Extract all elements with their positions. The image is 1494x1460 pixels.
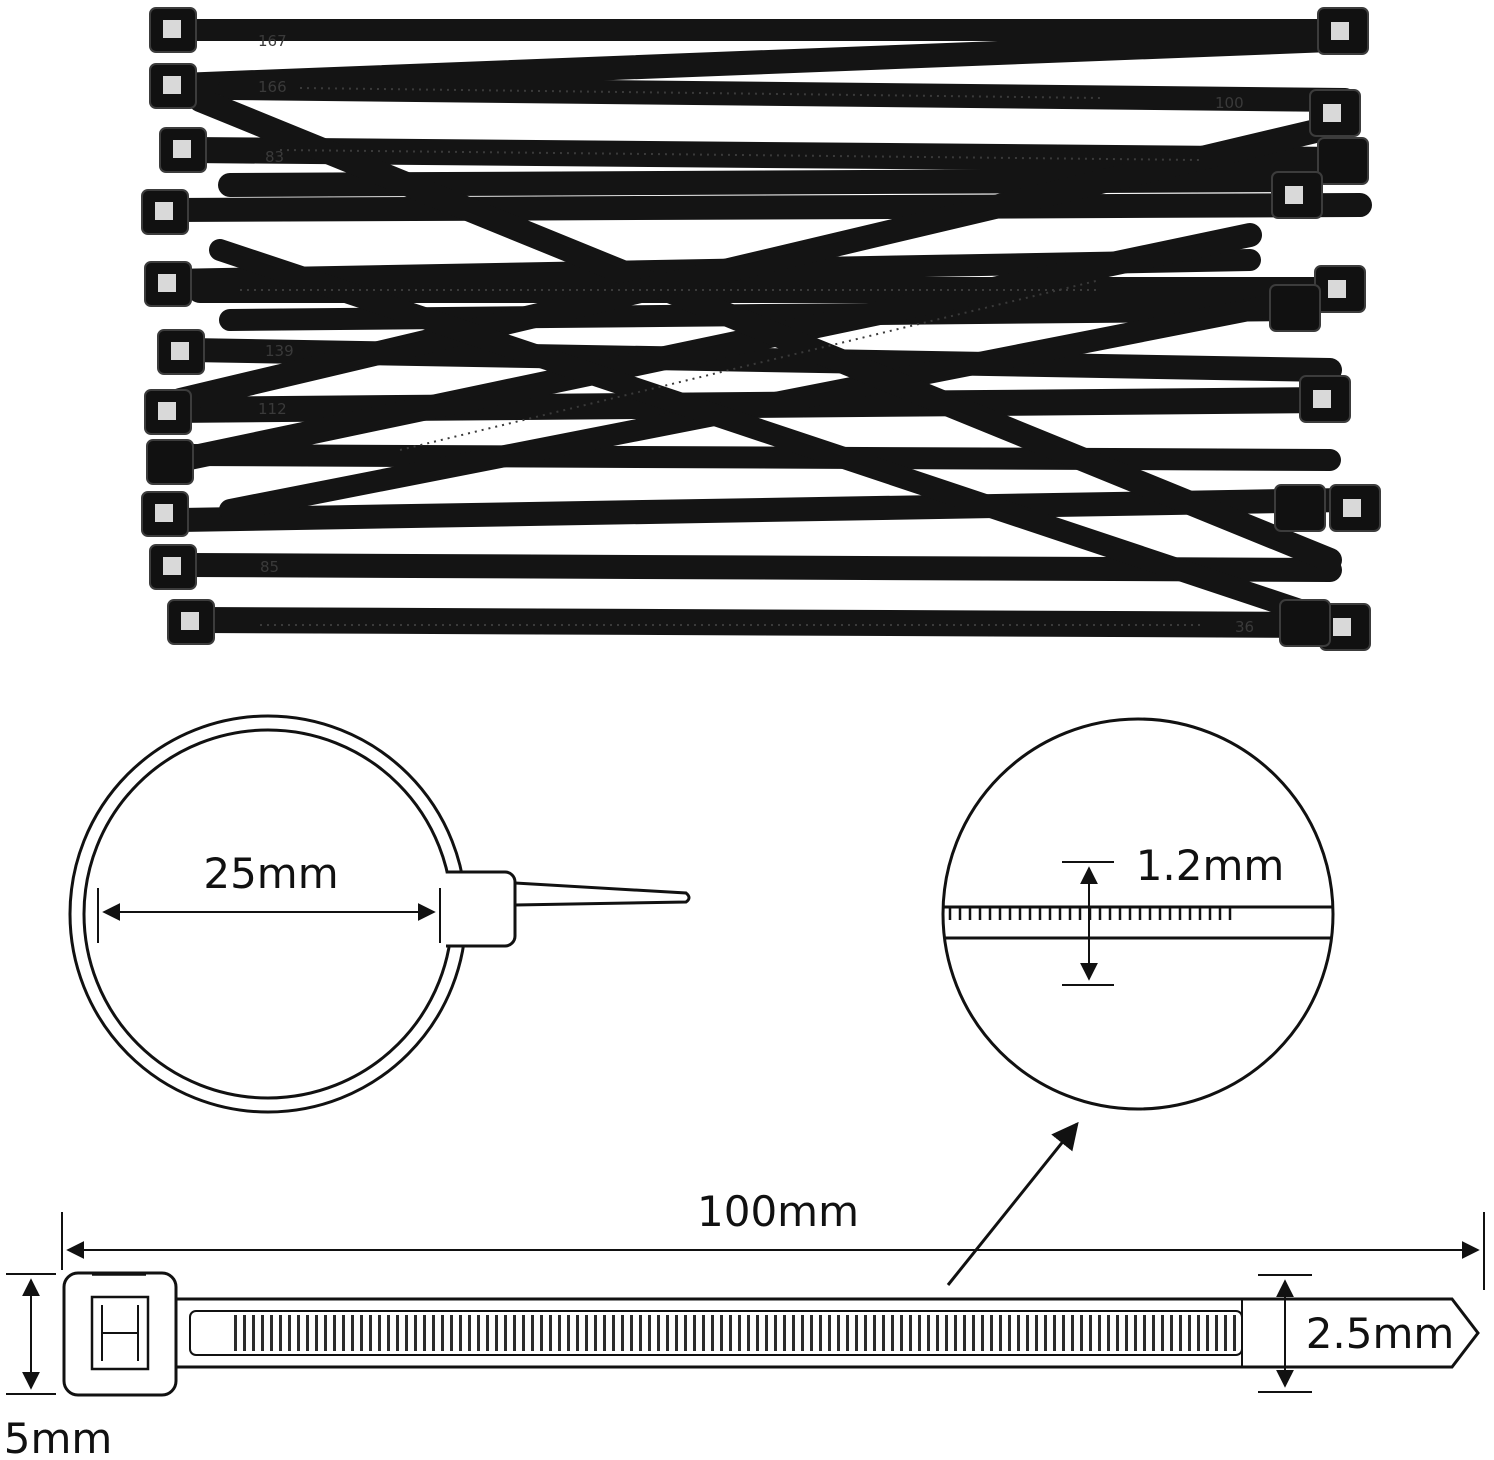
tie-strap (178, 553, 1342, 582)
magnify-pointer-arrow (946, 1121, 1079, 1286)
tie-strap-teeth (230, 1315, 1240, 1351)
strap-number: 100 (1215, 94, 1244, 112)
tie-strap (168, 118, 1332, 412)
head-slot (181, 612, 199, 630)
tie-strap (219, 289, 1311, 521)
tie-heads-left (141, 7, 215, 645)
tie-strap (179, 444, 1341, 471)
tie-head (1269, 284, 1321, 332)
strap-number: 85 (260, 558, 279, 576)
head-slot (1331, 22, 1349, 40)
tie-strap (187, 607, 1353, 638)
tie-straps (157, 19, 1372, 638)
diameter-tie-head (446, 870, 517, 948)
head-slot (163, 557, 181, 575)
tie-heads-right (1269, 7, 1381, 651)
head-slot (163, 20, 181, 38)
head-slot (1333, 618, 1351, 636)
tie-strap (218, 76, 1357, 112)
head-slot (1343, 499, 1361, 517)
width-label: 2.5mm (1306, 1309, 1455, 1358)
head-slot (171, 342, 189, 360)
diameter-detail (68, 714, 691, 1114)
strap-number: 36 (1235, 618, 1254, 636)
strap-number: 112 (258, 400, 287, 418)
head-slot (158, 274, 176, 292)
head-slot (155, 202, 173, 220)
cable-ties-photo: 167 166 100 83 139 112 85 36 (141, 7, 1381, 651)
length-label: 100mm (697, 1187, 859, 1236)
head-label: 5mm (4, 1414, 113, 1460)
strap-teeth (240, 87, 1201, 626)
tie-strap (158, 193, 1372, 222)
head-slot (158, 402, 176, 420)
tie-head-outline (62, 1271, 178, 1397)
head-slot (1328, 280, 1346, 298)
bundle-inner-circle (82, 728, 454, 1100)
tooth-row (399, 279, 1101, 451)
tooth-row (299, 87, 1101, 99)
head-slot (1285, 186, 1303, 204)
tie-head (1274, 484, 1326, 532)
strap-number: 167 (258, 32, 287, 50)
tie-strap (188, 88, 1342, 572)
tie-drawing (6, 1212, 1485, 1397)
tie-strap-outline (176, 1297, 1480, 1369)
thickness-detail (941, 717, 1335, 1111)
tie-strap (168, 223, 1262, 472)
strap-number: 166 (258, 78, 287, 96)
strap-numbers: 167 166 100 83 139 112 85 36 (258, 32, 1254, 636)
thickness-label: 1.2mm (1136, 841, 1285, 890)
tie-head-slot (90, 1295, 150, 1371)
magnifier-circle (941, 717, 1335, 1111)
tie-head (1279, 599, 1331, 647)
strap-number: 139 (265, 342, 294, 360)
magnified-strap (943, 905, 1333, 940)
head-slot (155, 504, 173, 522)
bundle-outer-circle (68, 714, 468, 1114)
diameter-tie-tail (514, 881, 691, 907)
tie-head (1317, 137, 1369, 185)
tie-head (146, 439, 194, 485)
strap-number: 83 (265, 148, 284, 166)
head-slot (163, 76, 181, 94)
head-slot (173, 140, 191, 158)
diameter-label: 25mm (203, 849, 338, 898)
head-slot (1323, 104, 1341, 122)
tie-strap (168, 488, 1357, 532)
tie-strap (209, 239, 1341, 631)
tie-head-pawl (101, 1305, 139, 1361)
head-slot (1313, 390, 1331, 408)
tie-strap (168, 28, 1342, 97)
